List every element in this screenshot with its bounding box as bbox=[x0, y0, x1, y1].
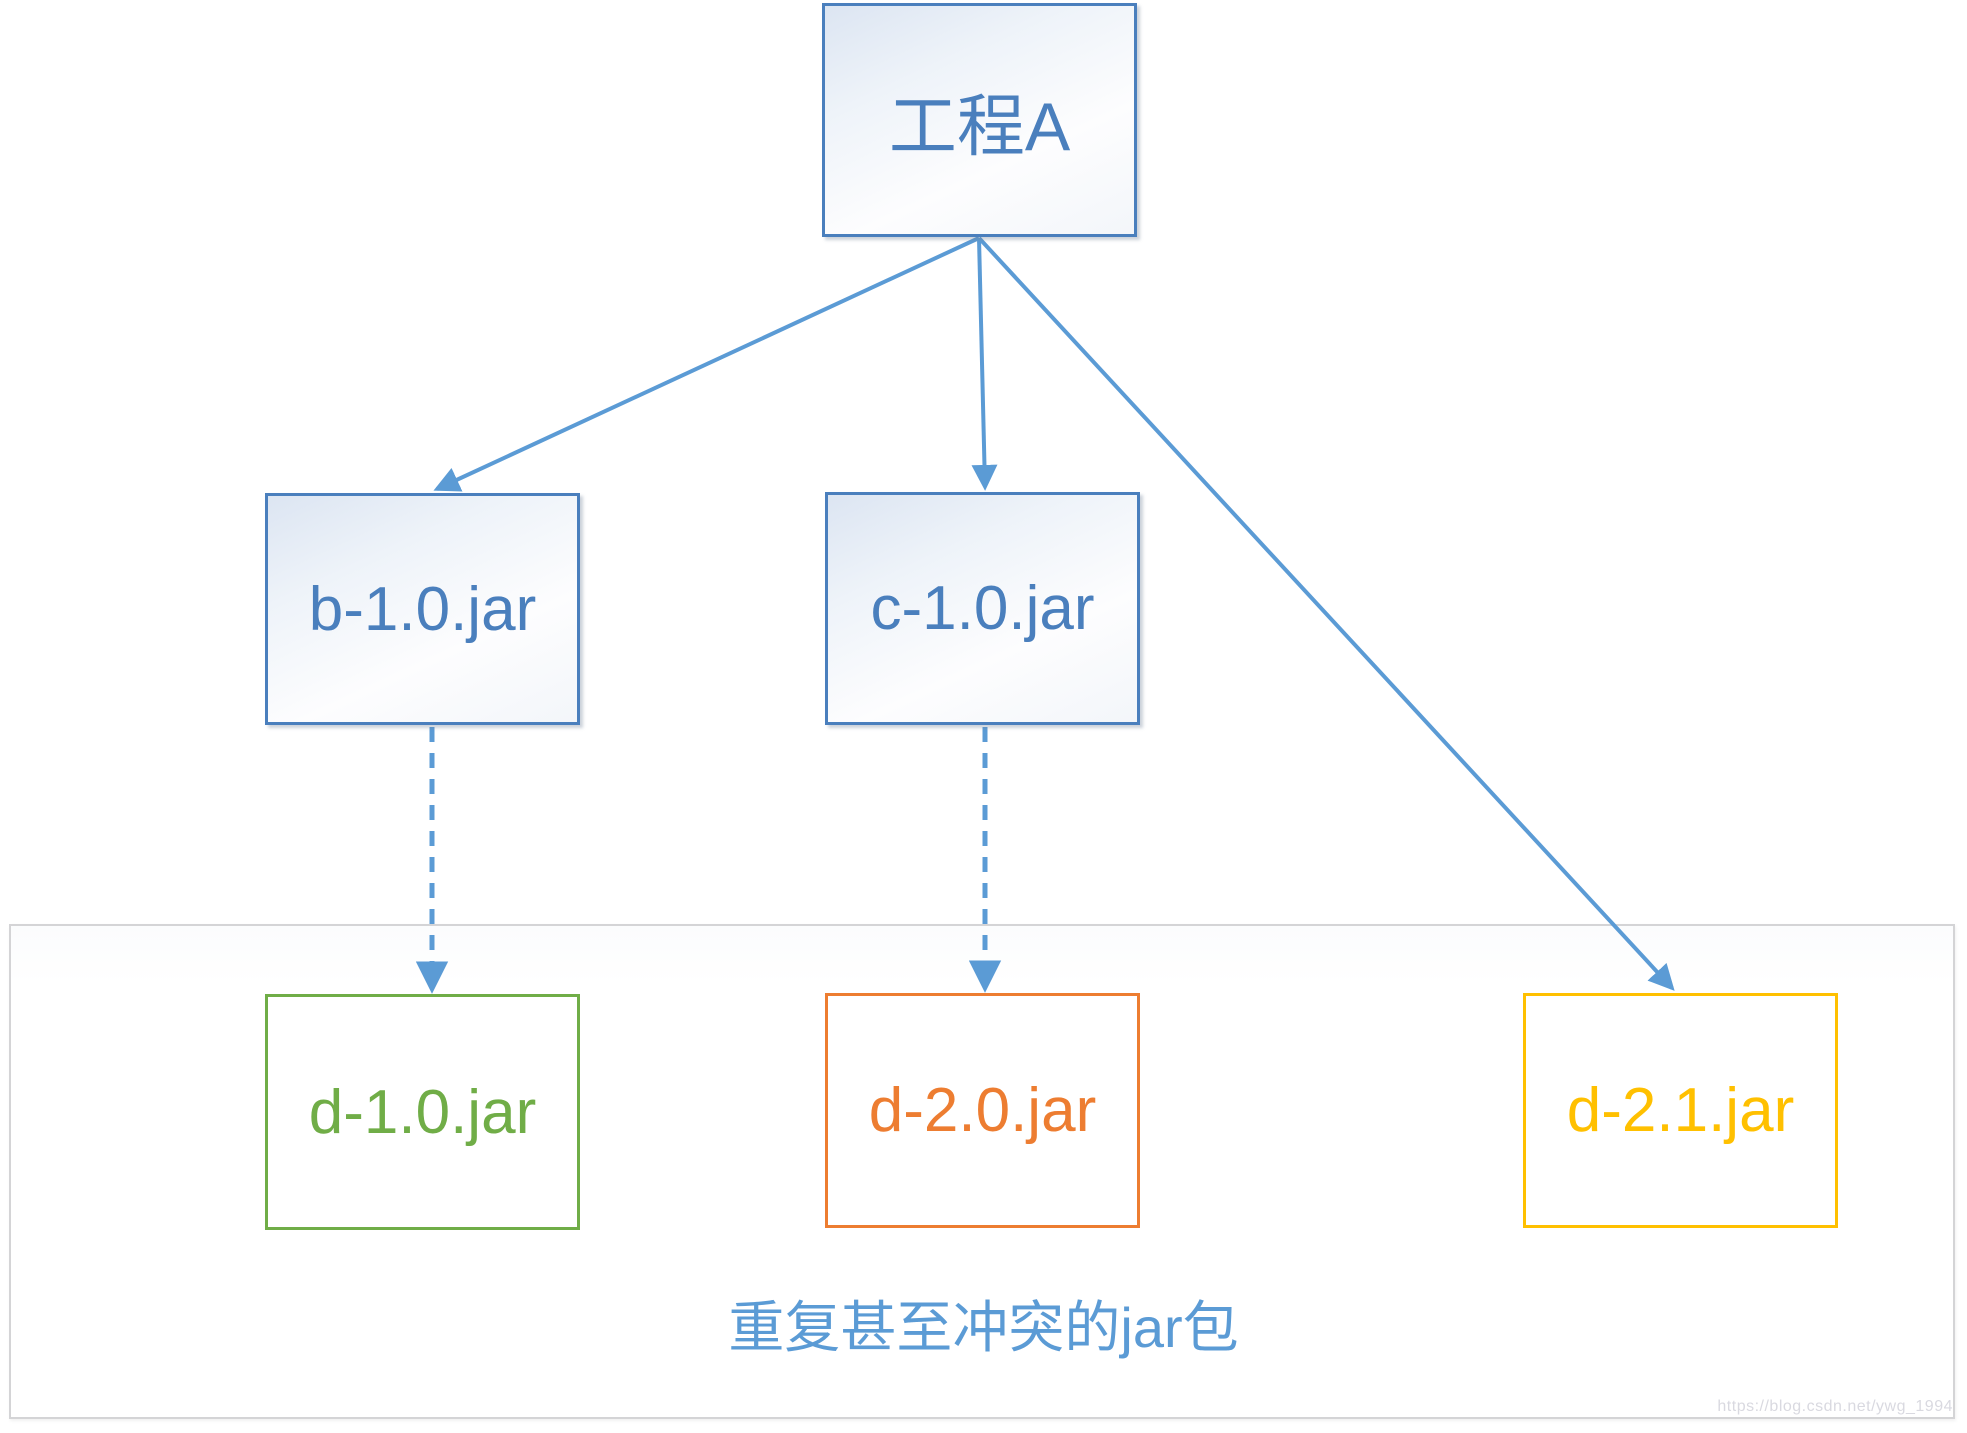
node-c-1-0-jar: c-1.0.jar bbox=[825, 492, 1140, 725]
node-d-1-0-jar: d-1.0.jar bbox=[265, 994, 580, 1230]
edge-projecta-to-c bbox=[971, 237, 998, 491]
node-d-2-1-jar: d-2.1.jar bbox=[1523, 993, 1838, 1228]
node-b-1-0-jar: b-1.0.jar bbox=[265, 493, 580, 725]
node-project-a: 工程A bbox=[822, 3, 1137, 237]
watermark-url: https://blog.csdn.net/ywg_1994 bbox=[1717, 1398, 1953, 1415]
edge-projecta-to-b bbox=[433, 236, 980, 492]
panel-caption: 重复甚至冲突的jar包 bbox=[728, 1296, 1239, 1359]
node-d-2-0-jar: d-2.0.jar bbox=[825, 993, 1140, 1228]
